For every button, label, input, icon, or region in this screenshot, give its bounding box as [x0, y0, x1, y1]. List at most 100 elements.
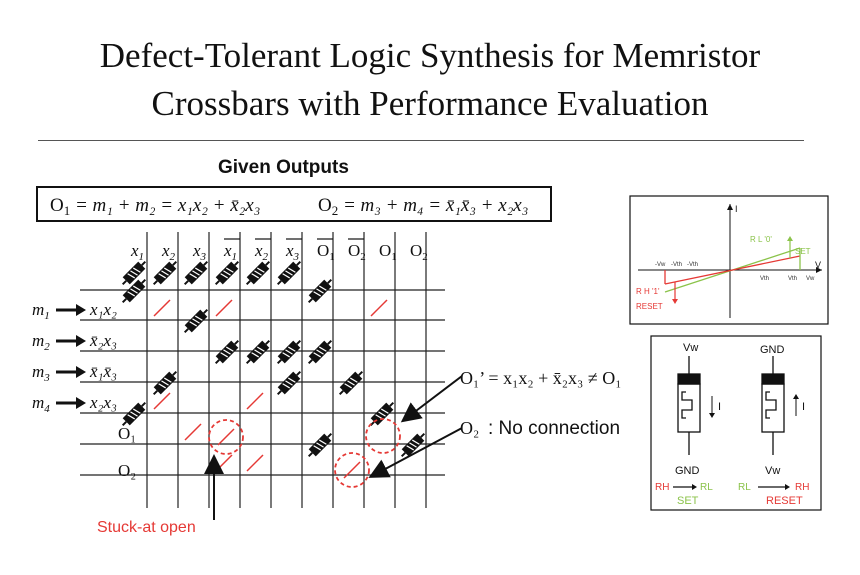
device-left-to: RL: [700, 482, 713, 493]
column-label: x2: [161, 241, 176, 263]
iv-set-label: SET: [795, 247, 811, 256]
memristor-cell: [152, 370, 178, 396]
column-label: x2: [254, 241, 269, 263]
device-right-current: I: [802, 401, 805, 413]
iv-axis-x: V: [815, 260, 821, 270]
device-right-bottom-label: Vw: [765, 465, 780, 477]
defect-slash: [184, 423, 202, 441]
annotation-stuck-at-open: Stuck-at open: [97, 519, 196, 536]
row-term-label: x̄₂x₃: [89, 331, 117, 350]
memristor-cell: [152, 260, 178, 286]
column-label: O2: [348, 241, 366, 263]
minterm-arrowhead: [76, 397, 86, 409]
memristor-cell: [121, 401, 147, 427]
defect-slash: [153, 392, 171, 410]
annotation-o2-text: : No connection: [488, 418, 620, 439]
device-left-bottom-label: GND: [675, 465, 700, 477]
memristor-cell: [307, 432, 333, 458]
column-label: x3: [285, 241, 300, 263]
given-outputs-heading: Given Outputs: [218, 157, 349, 178]
memristor-device-right: [761, 356, 785, 455]
memristor-cell: [245, 260, 271, 286]
memristor-devices: [121, 260, 426, 458]
minterm-arrowhead: [76, 366, 86, 378]
memristor-cell: [183, 308, 209, 334]
memristor-cell: [400, 432, 426, 458]
iv-tick-pos-1: Vth: [760, 276, 769, 282]
device-right-top-label: GND: [760, 344, 785, 356]
o1-defect-circle: [365, 418, 401, 454]
defect-slash: [246, 392, 264, 410]
minterm-label: m1: [32, 300, 50, 322]
iv-tick-neg-3: -Vth: [687, 262, 698, 268]
equation-box: [36, 186, 552, 222]
column-label: O2: [410, 241, 428, 263]
minterm-arrowhead: [76, 304, 86, 316]
iv-tick-pos-2: Vth: [788, 276, 797, 282]
device-right-from: RL: [738, 482, 751, 493]
memristor-cell: [245, 339, 271, 365]
memristor-cell: [121, 278, 147, 304]
defect-slash: [343, 461, 361, 479]
title-divider: [38, 140, 804, 141]
iv-rl-label: R L '0': [750, 235, 772, 244]
defect-slash: [215, 454, 233, 472]
memristor-cell: [276, 339, 302, 365]
device-right-to: RH: [795, 482, 809, 493]
iv-tick-neg-1: -Vw: [655, 262, 666, 268]
column-label: x1: [130, 241, 144, 263]
minterm-arrowhead: [76, 335, 86, 347]
defect-slash: [370, 299, 388, 317]
minterm-label: m4: [32, 393, 50, 415]
row-term-label: x̄₁x̄₃: [89, 362, 117, 381]
row-term-label: x₁x₂: [89, 300, 117, 319]
row-term-label: O₂: [118, 461, 136, 480]
iv-rh-label: R H '1': [636, 287, 660, 296]
row-term-label: O₁: [118, 424, 136, 443]
memristor-cell: [307, 339, 333, 365]
defect-slash: [217, 428, 235, 446]
iv-tick-neg-2: -Vth: [671, 262, 682, 268]
crossbar-column-labels: x1 x2 x3 x1 x2 x3 O1 O2 O1 O2: [130, 238, 428, 263]
arrow-o1-prime: [400, 375, 463, 423]
column-label: O1: [317, 241, 335, 263]
memristor-cell: [276, 260, 302, 286]
device-left-top-label: Vw: [683, 342, 698, 354]
iv-plot-panel: I V R L '0' SET R H '1' RESET -Vw -Vth -…: [629, 195, 829, 325]
row-term-label: x₂x₃: [89, 393, 117, 412]
minterm-label: m2: [32, 331, 50, 353]
memristor-cell: [307, 278, 333, 304]
memristor-cell: [214, 260, 240, 286]
memristor-device-left: [677, 356, 701, 455]
annotation-o2-label: O₂: [460, 418, 479, 438]
stuck-at-open-circle: [208, 419, 244, 455]
eq-o2: O2 = m₃ + m₄ = x̄₁x̄₃ + x₂x₃: [318, 195, 528, 218]
memristor-cell: [276, 370, 302, 396]
device-right-caption: RESET: [766, 495, 803, 507]
device-left-current: I: [718, 401, 721, 413]
eq-o1: O1 = m₁ + m₂ = x₁x₂ + x̄₂x₃: [50, 195, 260, 218]
defect-slash: [153, 299, 171, 317]
memristor-cell: [121, 260, 147, 286]
defect-slash: [246, 454, 264, 472]
slide-title-line2: Crossbars with Performance Evaluation: [151, 84, 709, 123]
annotation-o1-prime: O₁’ = x₁x₂ + x̄₂x₃ ≠ O₁: [460, 368, 622, 388]
iv-axis-y: I: [735, 204, 738, 214]
iv-reset-label: RESET: [636, 302, 663, 311]
device-left-caption: SET: [677, 495, 699, 507]
memristor-cell: [338, 370, 364, 396]
memristor-cell: [183, 260, 209, 286]
slide-title-line1: Defect-Tolerant Logic Synthesis for Memr…: [99, 36, 761, 75]
memristor-cell: [214, 339, 240, 365]
iv-tick-pos-3: Vw: [806, 276, 815, 282]
arrow-o2: [368, 427, 463, 478]
defect-slash: [215, 299, 233, 317]
column-label: O1: [379, 241, 397, 263]
column-label: x1: [223, 241, 237, 263]
column-label: x3: [192, 241, 207, 263]
device-operation-panel: Vw GND I I GND Vw RH RL RL: [650, 335, 822, 511]
minterm-label: m3: [32, 362, 50, 384]
device-left-from: RH: [655, 482, 669, 493]
